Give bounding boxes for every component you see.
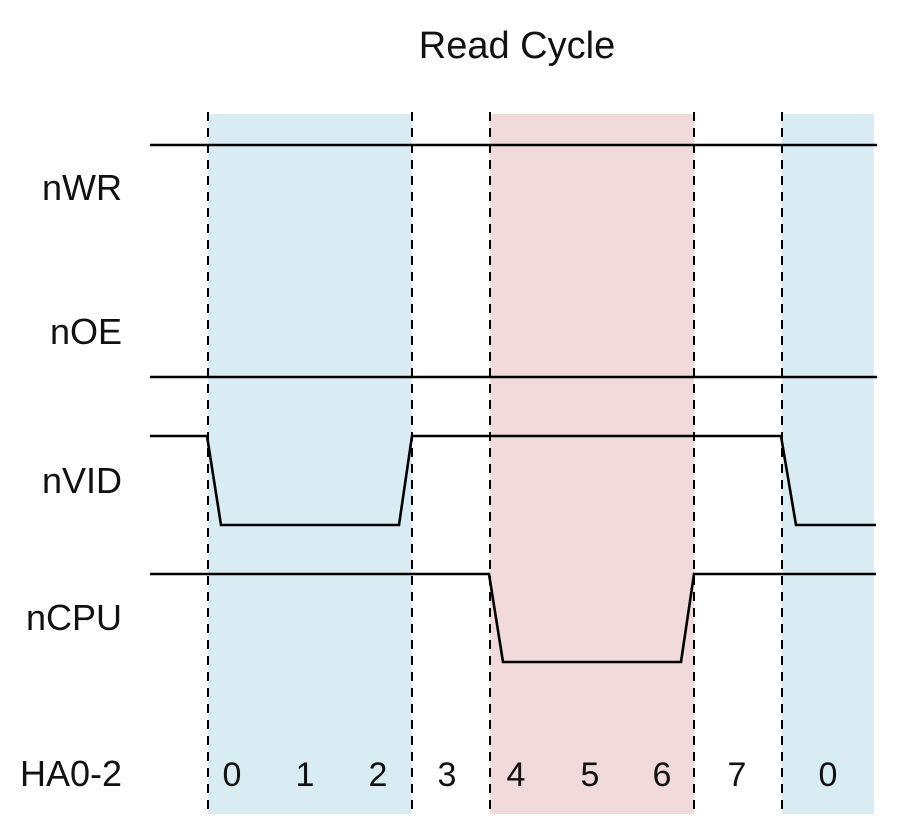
cycle-label-4: 4 xyxy=(507,756,526,794)
cycle-label-0-next: 0 xyxy=(819,756,838,794)
cycle-label-5: 5 xyxy=(581,756,600,794)
cycle-label-3: 3 xyxy=(438,756,457,794)
ncpu-waveform xyxy=(150,572,876,664)
signal-label-noe: nOE xyxy=(50,311,122,352)
cycle-label-7: 7 xyxy=(728,756,747,794)
signal-label-nvid: nVID xyxy=(42,460,122,501)
nvid-waveform xyxy=(150,434,876,527)
cycle-label-6: 6 xyxy=(653,756,672,794)
video-region-2 xyxy=(782,114,874,814)
cycle-label-2: 2 xyxy=(369,756,388,794)
cpu-region xyxy=(490,114,694,814)
signal-label-ncpu: nCPU xyxy=(26,597,122,638)
diagram-title: Read Cycle xyxy=(419,25,615,67)
address-label: HA0-2 xyxy=(20,753,122,794)
video-region-1 xyxy=(208,114,412,814)
cycle-label-1: 1 xyxy=(296,756,315,794)
signal-label-nwr: nWR xyxy=(42,167,122,208)
cycle-label-0: 0 xyxy=(223,756,242,794)
